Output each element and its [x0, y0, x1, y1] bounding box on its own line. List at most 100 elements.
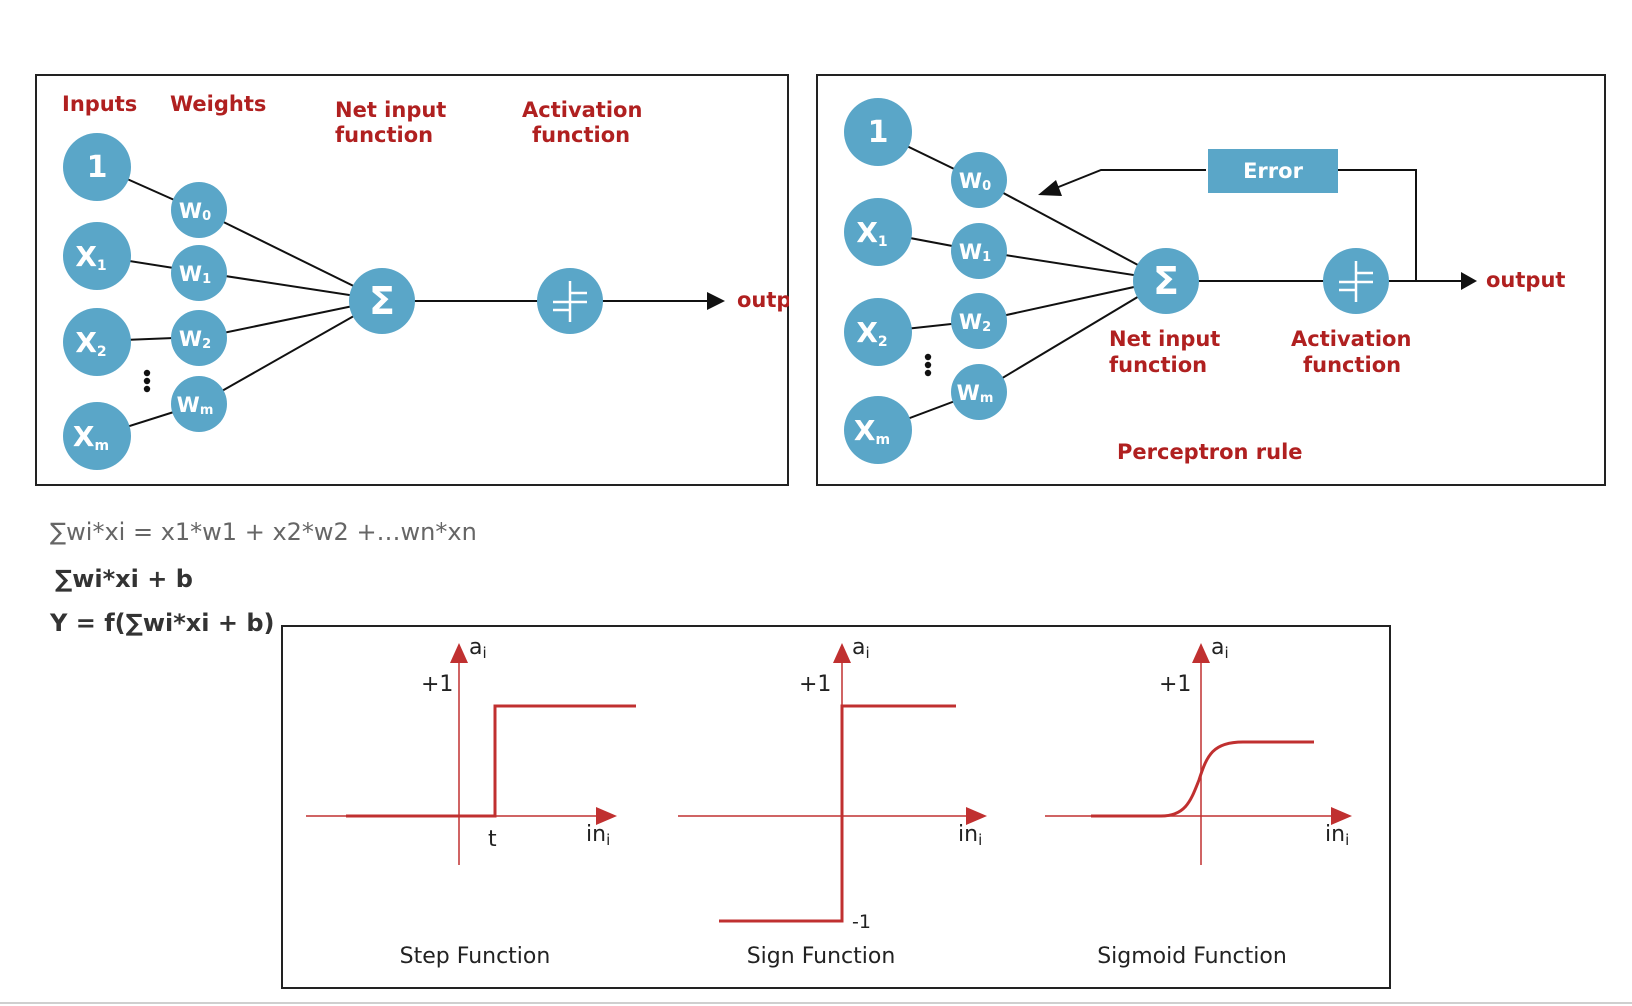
weight-label-w2: W — [959, 310, 982, 334]
input-sub-x1: 1 — [878, 234, 888, 250]
svg-text:ai: ai — [469, 635, 487, 662]
input-node-xm — [844, 396, 912, 464]
weight-node-w1 — [951, 223, 1007, 279]
weight-label-w1: W — [959, 240, 982, 264]
svg-text:ai: ai — [1211, 635, 1229, 662]
svg-text:W0: W0 — [959, 169, 991, 194]
sigmoid-function-title: Sigmoid Function — [1097, 944, 1287, 969]
sum-symbol: Σ — [1153, 259, 1179, 303]
svg-text:W2: W2 — [959, 310, 991, 335]
input-node-x1 — [844, 198, 912, 266]
sign-function-title: Sign Function — [747, 944, 896, 969]
weight-sub-w1: 1 — [202, 272, 211, 287]
sign-y-sub: i — [865, 644, 869, 662]
weight-sub-w0: 0 — [202, 209, 211, 224]
input-node-bias — [844, 98, 912, 166]
weight-label-w0: W — [959, 169, 982, 193]
weight-sub-w2: 2 — [982, 320, 991, 335]
input-label-x2: X — [856, 316, 878, 349]
weight-sub-w1: 1 — [982, 250, 991, 265]
sign-minus-one: -1 — [852, 911, 871, 933]
sum-node — [1133, 248, 1199, 314]
weight-sub-wm: m — [980, 391, 994, 406]
error-box — [1208, 149, 1338, 193]
weight-label-w0: W — [179, 199, 202, 223]
input-label-bias: 1 — [868, 115, 889, 150]
svg-text:ai: ai — [852, 635, 870, 662]
sigmoid-plus-one: +1 — [1159, 672, 1191, 697]
weight-label-w1: W — [179, 262, 202, 286]
weight-node-wm — [171, 376, 227, 432]
perceptron-rule-caption: Perceptron rule — [1117, 440, 1303, 464]
input-node-bias — [63, 133, 131, 201]
weight-label-wm: W — [957, 381, 980, 405]
input-sub-x2: 2 — [878, 334, 888, 350]
input-sub-xm: m — [95, 438, 110, 454]
sign-plus-one: +1 — [799, 672, 831, 697]
ellipsis-dots — [143, 369, 151, 393]
svg-text:ini: ini — [1325, 822, 1349, 849]
svg-text:X2: X2 — [75, 326, 106, 360]
input-sub-xm: m — [876, 432, 891, 448]
input-label-xm: X — [854, 414, 876, 447]
header-net-input-1: Net input — [335, 98, 446, 122]
input-node-x1 — [63, 222, 131, 290]
perceptron-diagram-left: Inputs Weights Net input function Activa… — [35, 74, 789, 486]
weight-node-w0 — [171, 182, 227, 238]
input-label-x1: X — [75, 240, 97, 273]
svg-text:Xm: Xm — [854, 414, 890, 448]
output-label: output — [737, 288, 789, 312]
input-label-bias: 1 — [87, 150, 108, 185]
net-input-label-1: Net input — [1109, 327, 1220, 351]
weight-sub-w2: 2 — [202, 337, 211, 352]
formula-weighted-sum: ∑wi*xi = x1*w1 + x2*w2 +…wn*xn — [50, 518, 477, 546]
ellipsis-dots — [924, 353, 932, 377]
svg-text:W1: W1 — [959, 240, 991, 265]
activation-label-2: function — [1303, 353, 1401, 377]
step-function-plot: ai +1 t ini Step Function — [306, 635, 636, 969]
weight-label-w2: W — [179, 327, 202, 351]
step-threshold: t — [488, 827, 497, 852]
svg-text:ini: ini — [586, 822, 610, 849]
weight-sub-wm: m — [200, 403, 214, 418]
svg-text:ini: ini — [958, 822, 982, 849]
svg-text:Xm: Xm — [73, 420, 109, 454]
svg-text:X1: X1 — [856, 216, 887, 250]
svg-text:W2: W2 — [179, 327, 211, 352]
formula-output: Y = f(∑wi*xi + b) — [50, 609, 275, 637]
svg-text:W0: W0 — [179, 199, 211, 224]
step-y-sub: i — [482, 644, 486, 662]
svg-text:Wm: Wm — [177, 393, 214, 418]
weight-node-w0 — [951, 152, 1007, 208]
input-label-x2: X — [75, 326, 97, 359]
sigmoid-x-sub: i — [1345, 831, 1349, 849]
header-weights: Weights — [170, 92, 266, 116]
bottom-divider — [0, 1002, 1632, 1004]
svg-text:X1: X1 — [75, 240, 106, 274]
sign-function-plot: ai +1 -1 ini Sign Function — [678, 635, 987, 969]
weight-node-w2 — [951, 293, 1007, 349]
error-label: Error — [1243, 159, 1303, 183]
activation-label-1: Activation — [1291, 327, 1411, 351]
weight-node-w1 — [171, 245, 227, 301]
activation-step-icon — [553, 281, 587, 322]
input-node-xm — [63, 402, 131, 470]
output-label: output — [1486, 268, 1565, 292]
input-node-x2 — [844, 298, 912, 366]
step-y-label: a — [469, 635, 482, 660]
input-sub-x2: 2 — [97, 344, 107, 360]
net-input-label-2: function — [1109, 353, 1207, 377]
input-node-x2 — [63, 308, 131, 376]
weight-label-wm: W — [177, 393, 200, 417]
header-activation-2: function — [532, 123, 630, 147]
weight-node-w2 — [171, 310, 227, 366]
svg-text:X2: X2 — [856, 316, 887, 350]
sign-x-sub: i — [978, 831, 982, 849]
step-function-title: Step Function — [400, 944, 551, 969]
sum-symbol: Σ — [369, 279, 395, 323]
header-inputs: Inputs — [62, 92, 137, 116]
svg-text:Wm: Wm — [957, 381, 994, 406]
weight-node-wm — [951, 364, 1007, 420]
activation-step-icon — [1339, 261, 1373, 302]
sign-y-label: a — [852, 635, 865, 660]
